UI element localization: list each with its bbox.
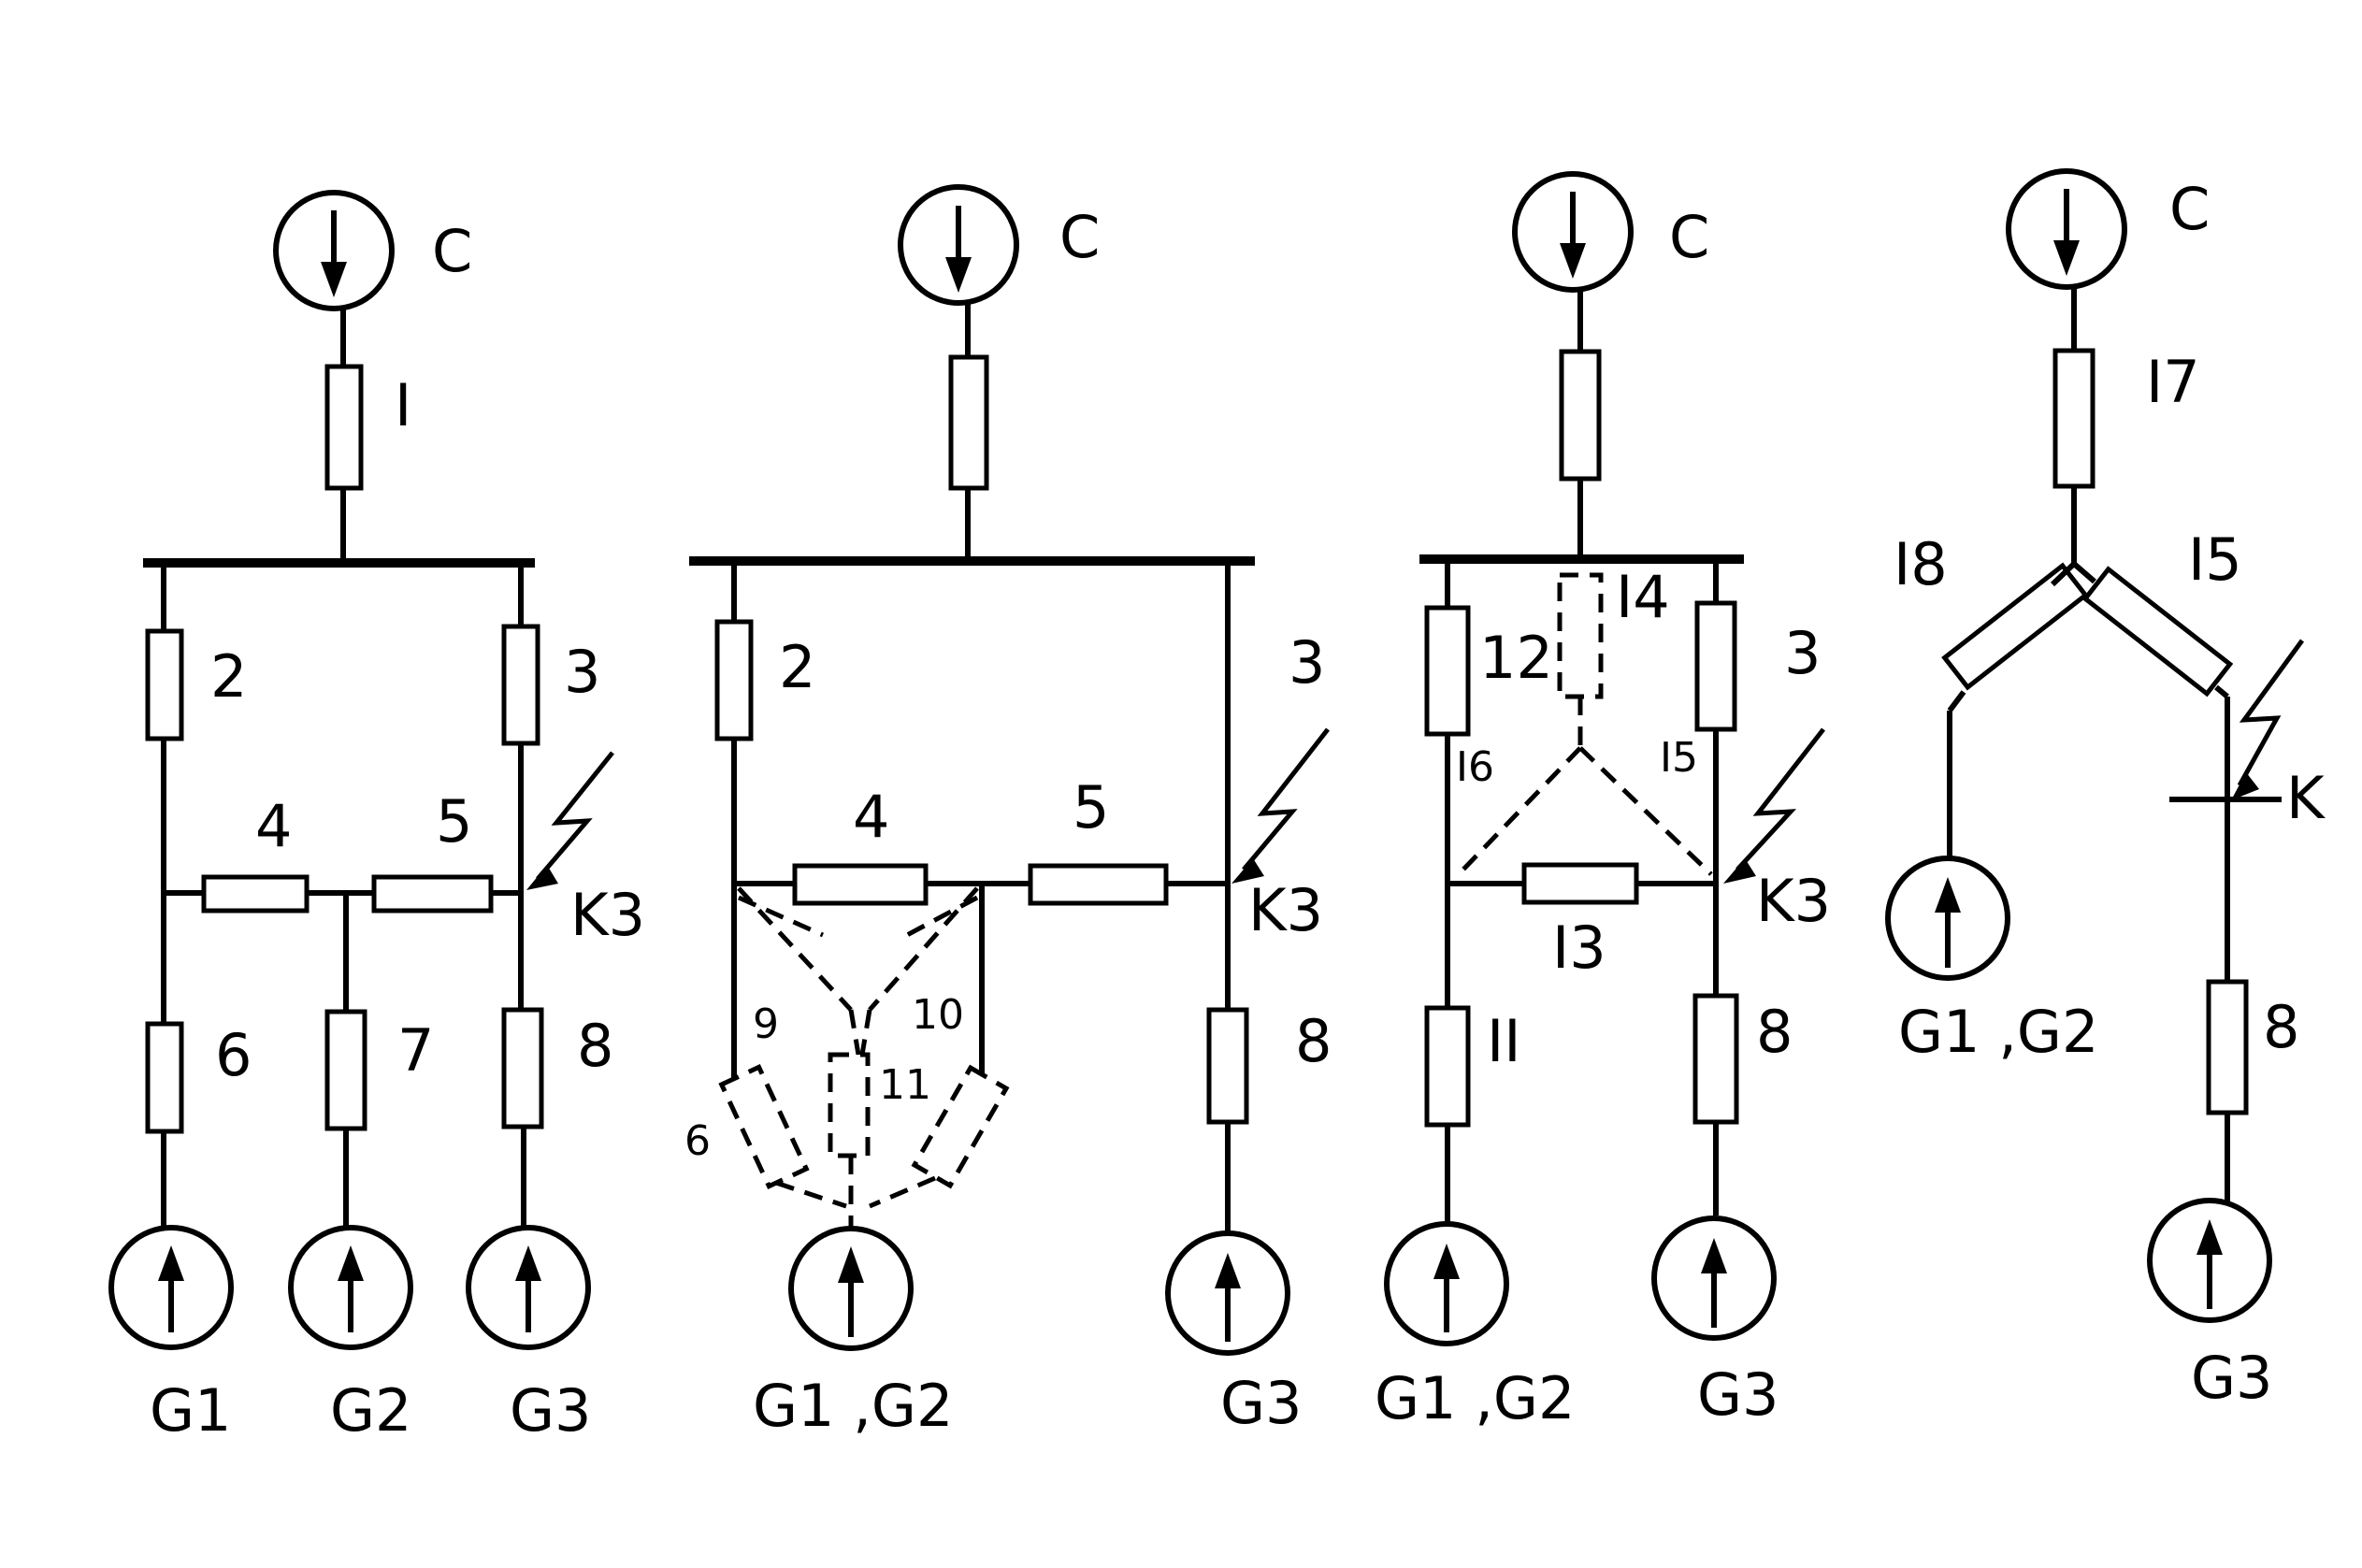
resistor-top [1559, 349, 1602, 482]
resistor-7 [911, 1064, 1010, 1189]
diagram-1: C I 2 3 4 5 K3 6 [108, 190, 645, 1445]
system-source-icon [1512, 171, 1634, 293]
system-source-icon [898, 184, 1019, 306]
generator-g1-label: G1 [150, 1376, 232, 1445]
resistor-17-label: I7 [2146, 348, 2200, 416]
resistor-5-label: 5 [1073, 773, 1109, 842]
generator-g3-icon [1651, 1216, 1777, 1341]
resistor-3 [1694, 600, 1737, 732]
resistor-2 [714, 619, 754, 741]
resistor-2-label: 2 [210, 642, 247, 711]
resistor-8 [2206, 979, 2249, 1115]
resistor-7 [324, 1009, 367, 1131]
fault-lightning-icon [1231, 727, 1330, 884]
resistor-14 [1557, 572, 1604, 699]
generator-g3-icon [2147, 1198, 2272, 1323]
resistor-3-label: 3 [1784, 619, 1821, 687]
generator-g1g2-label: G1 ,G2 [1375, 1364, 1575, 1432]
diagram-2: C 2 3 4 5 K3 8 [684, 184, 1332, 1440]
resistor-3-label: 3 [564, 638, 600, 706]
resistor-8-label: 8 [2263, 993, 2299, 1061]
system-source-icon [273, 190, 395, 311]
resistor-9-label: 9 [753, 1000, 779, 1048]
resistor-18-label: I8 [1894, 530, 1948, 598]
resistor-top [948, 354, 989, 491]
resistor-8 [1692, 993, 1739, 1125]
fault-label: K [2286, 764, 2326, 832]
resistor-15-label: I5 [2188, 525, 2242, 594]
fault-lightning-icon [2231, 639, 2305, 800]
resistor-13-label: I3 [1552, 913, 1606, 982]
resistor-11-label: 11 [879, 1061, 931, 1109]
resistor-3 [501, 624, 540, 746]
resistor-2 [145, 628, 184, 741]
resistor-8-label: 8 [1295, 1007, 1332, 1075]
resistor-17 [2052, 348, 2096, 489]
fault-label: K3 [1756, 867, 1831, 935]
resistor-13 [1521, 862, 1639, 905]
resistor-12 [1424, 605, 1471, 737]
resistor-4-label: 4 [853, 783, 889, 851]
resistor-3-label: 3 [1289, 628, 1325, 697]
resistor-4-label: 4 [255, 792, 292, 860]
generator-g1g2-icon [788, 1226, 914, 1351]
resistor-1-label: I [395, 371, 411, 439]
resistor-8-label: 8 [1756, 998, 1793, 1066]
fault-label: K3 [570, 881, 645, 949]
fault-lightning-icon [1723, 727, 1825, 884]
resistor-18 [1941, 562, 2089, 691]
resistor-6-label: 6 [684, 1117, 711, 1165]
resistor-7-label: 7 [397, 1016, 434, 1085]
resistor-8-label: 8 [577, 1012, 613, 1080]
diagram-3: C 12 I4 I6 I5 3 I3 K3 II [1375, 171, 1831, 1432]
fault-label: K3 [1248, 876, 1323, 944]
generator-g1g2-icon [1885, 856, 2010, 981]
resistor-15 [2081, 566, 2234, 698]
resistor-16-label: I6 [1456, 743, 1494, 791]
resistor-11 [1424, 1005, 1471, 1128]
generator-g3-icon [1165, 1230, 1290, 1356]
resistor-14-label: I4 [1616, 563, 1670, 631]
resistor-6 [145, 1021, 184, 1134]
resistor-10-label: 10 [912, 991, 964, 1039]
system-source-icon [2006, 168, 2127, 290]
resistor-6 [718, 1064, 810, 1189]
generator-g1g2-label: G1 ,G2 [753, 1372, 953, 1440]
generator-g2-icon [288, 1225, 413, 1350]
generator-g2-label: G2 [330, 1376, 412, 1445]
system-source-label: C [1059, 203, 1100, 271]
resistor-4 [201, 874, 310, 913]
generator-g3-icon [466, 1225, 591, 1350]
generator-g3-label: G3 [2191, 1344, 2273, 1412]
resistor-11-label: II [1487, 1007, 1521, 1075]
resistor-1 [324, 364, 364, 491]
resistor-12-label: 12 [1479, 624, 1553, 692]
resistor-11 [828, 1052, 871, 1158]
resistor-6-label: 6 [215, 1021, 252, 1089]
fault-lightning-icon [526, 751, 614, 890]
generator-g1g2-icon [1384, 1221, 1509, 1346]
system-source-label: C [1669, 203, 1709, 271]
generator-g1-icon [108, 1225, 234, 1350]
resistor-5 [371, 874, 494, 913]
resistor-8 [501, 1007, 544, 1129]
resistor-4 [792, 863, 929, 906]
system-source-label: C [2169, 175, 2210, 243]
generator-g3-label: G3 [510, 1376, 592, 1445]
resistor-15-label: I5 [1660, 734, 1698, 782]
resistor-2-label: 2 [779, 633, 815, 701]
generator-g3-label: G3 [1220, 1369, 1303, 1437]
resistor-8 [1206, 1007, 1249, 1125]
diagram-4: C I7 I8 I5 K 8 [1885, 168, 2326, 1412]
generator-g1g2-label: G1 ,G2 [1898, 998, 2098, 1066]
resistor-5-label: 5 [436, 787, 472, 856]
generator-g3-label: G3 [1697, 1360, 1779, 1429]
resistor-5 [1028, 863, 1169, 906]
system-source-label: C [432, 217, 472, 285]
